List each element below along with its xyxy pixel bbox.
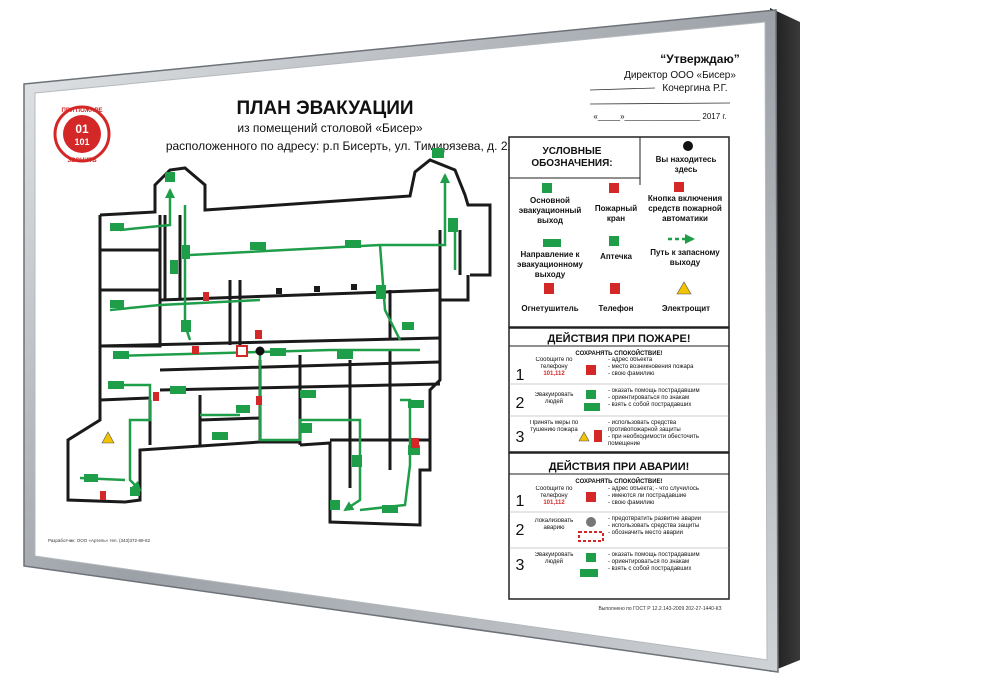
electric-icon [676, 281, 692, 295]
first-aid-icon [586, 553, 596, 562]
fire-actions-panel: ДЕЙСТВИЯ ПРИ ПОЖАРЕ! СОХРАНЯТЬ СПОКОЙСТВ… [508, 327, 730, 453]
legend-label-first-aid: Аптечка [600, 252, 632, 261]
accident-actions-title: ДЕЙСТВИЯ ПРИ АВАРИИ! [549, 460, 690, 473]
approval-title: “Утверждаю” [660, 52, 739, 66]
accident-step-1-phones: 101,112 [543, 500, 565, 506]
accident-step-3-number: 3 [516, 557, 525, 574]
accident-step-2-number: 2 [516, 522, 525, 539]
plan-title: ПЛАН ЭВАКУАЦИИ [236, 98, 413, 119]
first-aid-icon [586, 390, 596, 399]
columns [276, 284, 357, 294]
phone-icon [586, 365, 596, 375]
fire-step-1-phones: 101,112 [543, 371, 565, 377]
accident-actions-panel: ДЕЙСТВИЯ ПРИ АВАРИИ! СОХРАНЯТЬ СПОКОЙСТВ… [508, 452, 730, 600]
fire-hose-icon [609, 183, 619, 193]
approval-position: Директор ООО «Бисер» [624, 70, 736, 81]
legend-label-extinguisher: Огнетушитель [521, 304, 579, 313]
electrical-panel-marker [101, 431, 115, 444]
accident-step-2-details: - предотвратить развитие аварии - исполь… [608, 516, 702, 536]
legend-label-alarm-button: Кнопка включения средств пожарной автома… [647, 194, 723, 223]
fire-step-2-action: Эвакуировать людей [534, 392, 574, 405]
accident-step-1-number: 1 [516, 493, 525, 510]
accident-step-1-action: Сообщите по телефону [535, 486, 573, 499]
extinguisher-icon [594, 430, 602, 442]
approval-name: Кочергина Р.Г. [662, 83, 727, 94]
barrier-tape-icon [578, 531, 604, 542]
electric-icon [578, 431, 590, 442]
phone-icon [586, 492, 596, 502]
you-are-here-marker [255, 346, 265, 356]
plan-subtitle: из помещений столовой «Бисер» [237, 121, 423, 135]
legend-label-direction: Направление к эвакуационному выходу [517, 250, 583, 279]
accident-step-1-details: - адрес объекта; - что случилось - имеют… [608, 486, 700, 506]
fire-step-1-action: Сообщите по телефону [535, 357, 573, 370]
exit-direction-icon [580, 569, 598, 577]
exit-direction-icon [584, 403, 600, 411]
alarm-button-icon [674, 182, 684, 192]
approval-block: “Утверждаю” Директор ООО «Бисер» Кочерги… [589, 52, 740, 121]
legend-label-reserve-exit: Путь к запасному выходу [650, 248, 720, 267]
legend-label-exit: Основной эвакуационный выход [518, 196, 582, 225]
direction-icon [543, 239, 561, 247]
phone-icon [610, 283, 620, 294]
fire-equipment [100, 292, 419, 500]
legend-title-1: УСЛОВНЫЕ [543, 146, 602, 157]
fire-step-1-details: - адрес объекта - место возникновения по… [608, 357, 694, 377]
accident-step-3-details: - оказать помощь пострадавшим - ориентир… [608, 552, 700, 572]
extinguisher-icon [544, 283, 554, 294]
legend-panel: УСЛОВНЫЕ ОБОЗНАЧЕНИЯ: Вы находитесь здес… [508, 136, 730, 328]
floor-plan [66, 148, 492, 527]
accident-calm-text: СОХРАНЯТЬ СПОКОЙСТВИЕ! [575, 477, 662, 485]
approval-date: «_____»_________________ 2017 г. [593, 112, 726, 121]
legend-you-are-here: Вы находитесь здесь [655, 155, 717, 174]
first-aid-icon [609, 236, 619, 246]
fire-step-3-action: Принять меры по тушению пожара [529, 420, 579, 433]
accident-step-3-action: Эвакуировать людей [534, 552, 574, 565]
developer-credit: Разработчик: ООО «Артель» тел. (343)372-… [48, 538, 150, 543]
exit-icon [542, 183, 552, 193]
accident-step-2-action: Локализовать аварию [534, 518, 574, 531]
legend-label-phone: Телефон [598, 304, 634, 313]
fire-step-3-number: 3 [516, 429, 525, 446]
fire-calm-text: СОХРАНЯТЬ СПОКОЙСТВИЕ! [575, 349, 662, 357]
legend-title-2: ОБОЗНАЧЕНИЯ: [531, 158, 612, 169]
fire-step-2-details: - оказать помощь пострадавшим - ориентир… [608, 388, 700, 408]
badge-bottom-text: ЗВОНИТЬ [67, 158, 97, 164]
fire-phone-badge: ПРИ ПОЖАРЕ 01 101 ЗВОНИТЬ [53, 105, 111, 164]
gas-mask-icon [586, 517, 596, 527]
fire-actions-title: ДЕЙСТВИЯ ПРИ ПОЖАРЕ! [547, 332, 690, 345]
badge-number-2: 101 [74, 137, 89, 147]
legend-label-electric: Электрощит [661, 304, 711, 313]
fire-step-3-details: - использовать средства противопожарной … [608, 420, 699, 447]
plan-address: расположенного по адресу: р.п Бисерть, у… [166, 139, 515, 153]
fire-step-1-number: 1 [516, 367, 525, 384]
you-are-here-icon [683, 141, 693, 151]
standard-note: Выполнено по ГОСТ Р 12.2.143-2009 202-27… [598, 606, 721, 612]
fire-step-2-number: 2 [516, 395, 525, 412]
route-signs [84, 148, 458, 513]
badge-number-1: 01 [75, 122, 89, 136]
legend-label-hose: Пожарный кран [594, 204, 638, 223]
badge-top-text: ПРИ ПОЖАРЕ [62, 108, 103, 114]
